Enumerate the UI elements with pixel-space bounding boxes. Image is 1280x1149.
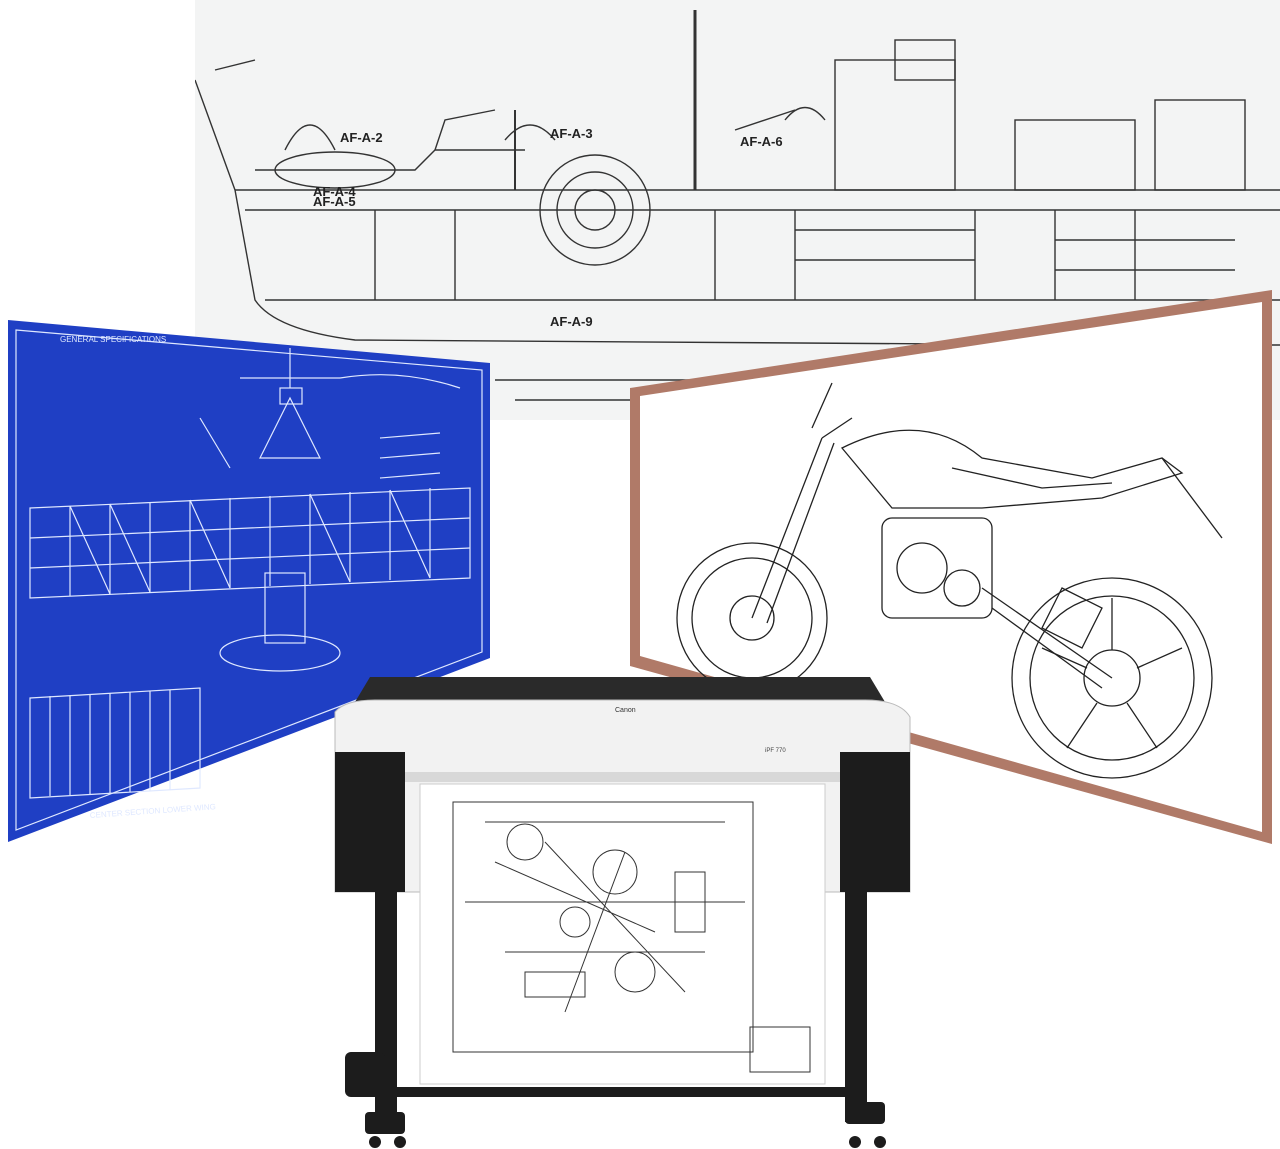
ship-label-4: AF-A-4	[313, 184, 356, 199]
printer-model: iPF 770	[765, 748, 786, 754]
ship-drawing-panel: AF-A-2 AF-A-3 AF-A-6 AF-A-4 AF-A-5 AF-A-…	[195, 0, 1280, 420]
printer: Canon iPF 770	[325, 672, 921, 1149]
ship-drawing: AF-A-2 AF-A-3 AF-A-6 AF-A-4 AF-A-5 AF-A-…	[195, 10, 1280, 401]
printer-brand: Canon	[615, 707, 636, 714]
blueprint-panel: GENERAL SPECIFICATIONS CENTER SECTION LO…	[0, 318, 492, 842]
ship-label-1: AF-A-2	[340, 130, 383, 145]
ship-label-5: AF-A-5	[313, 194, 356, 209]
ship-label-2: AF-A-3	[550, 126, 593, 141]
ship-label-3: AF-A-6	[740, 134, 783, 149]
printer-illustration: Canon iPF 770	[334, 677, 911, 1148]
blueprint-heading: GENERAL SPECIFICATIONS	[60, 335, 166, 344]
blueprint-airplane: GENERAL SPECIFICATIONS CENTER SECTION LO…	[8, 320, 490, 842]
blueprint-footer: CENTER SECTION LOWER WING	[90, 802, 217, 820]
ship-label-6: AF-A-9	[550, 314, 593, 329]
